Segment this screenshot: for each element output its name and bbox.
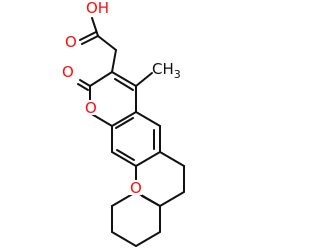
- hydroxyl-label: OH: [86, 0, 109, 17]
- bond-cy1-cy2: [135, 231, 161, 247]
- methyl-label-subscript: 3: [174, 68, 181, 81]
- label-mask-ring-oxygen-lactone: [84, 100, 97, 115]
- bond-c4a-c5: [135, 111, 161, 127]
- bond-c4-methyl: [135, 72, 153, 87]
- label-mask-carbonyl-lactone: [61, 64, 74, 79]
- bond-c7-c8: [111, 151, 137, 167]
- bond-c4a-c8a: [111, 111, 137, 127]
- carbonyl-lactone-label: O: [62, 63, 74, 81]
- bond-ch2-ring: [111, 49, 117, 73]
- methyl-label: CH3: [152, 60, 181, 81]
- methyl-label-main: CH: [152, 60, 174, 78]
- chemical-structure-diagram: OH O O O O CH3: [0, 0, 250, 250]
- bond-c6-c7: [135, 151, 161, 167]
- label-mask-ring-oxygen-ether: [129, 180, 142, 195]
- background: [0, 0, 250, 250]
- ring-oxygen-lactone-label: O: [85, 99, 97, 117]
- bond-acid-c-oh: [91, 17, 99, 37]
- bond-ch2b-spiro: [159, 191, 185, 207]
- bond-c3-c4: [111, 71, 137, 87]
- bond-acid-c-o-double-b: [79, 31, 97, 41]
- bond-c2-o-double-b: [77, 83, 89, 91]
- ring-oxygen-ether-label: O: [130, 179, 142, 197]
- bond-c2-o-double-a: [79, 79, 91, 87]
- bond-c3-c4-inner: [114, 78, 134, 91]
- bond-c4a-c8a-inner: [115, 117, 134, 129]
- label-mask-carbonyl-acid: [64, 34, 77, 49]
- atom-labels: OH O O O O CH3: [61, 0, 181, 197]
- bond-cy2-cy3: [111, 231, 137, 247]
- bond-c6-ch2a: [159, 151, 185, 167]
- bond-acid-c-ch2: [97, 35, 117, 51]
- bond-acid-c-o-double-a: [81, 35, 99, 45]
- label-mask-hydroxyl: [86, 0, 108, 15]
- carbonyl-acid-label: O: [65, 33, 77, 51]
- bond-c3-c2: [89, 71, 113, 87]
- bond-o1-c8a: [89, 112, 113, 127]
- bonds: [77, 17, 185, 247]
- bond-c7-c8-inner: [116, 149, 135, 161]
